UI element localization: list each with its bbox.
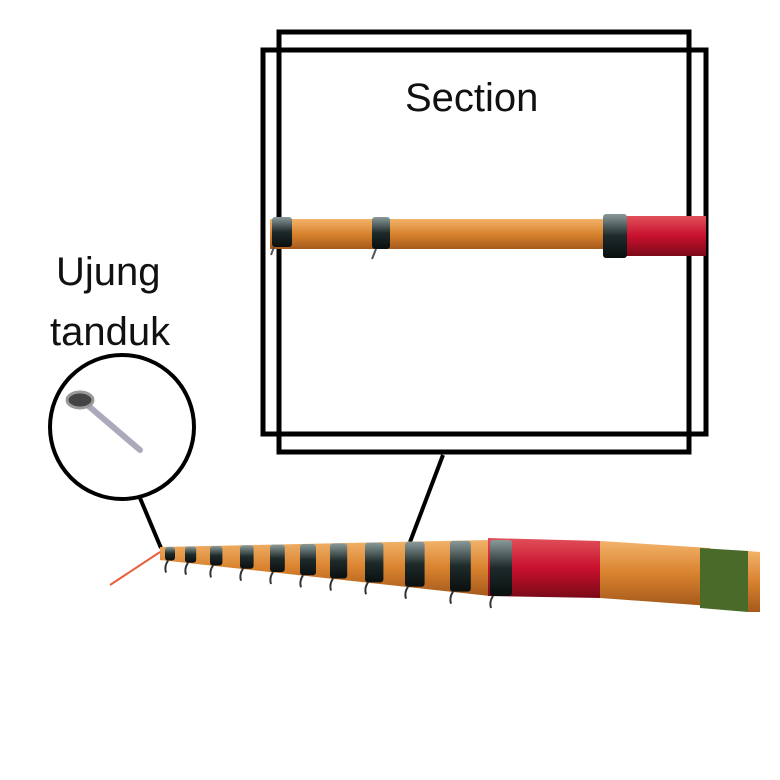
- rod-guide: [239, 568, 244, 582]
- rod-band: [185, 546, 197, 563]
- rod-band: [365, 542, 384, 583]
- tip-guide-icon: [65, 390, 143, 453]
- fishing-rod: [109, 538, 760, 612]
- rod-guide: [449, 591, 454, 604]
- tip-label-line2: tanduk: [50, 310, 171, 354]
- rod-band: [270, 544, 285, 572]
- rod-guide: [299, 574, 304, 588]
- rod-band: [165, 546, 175, 561]
- rod-guide: [269, 571, 274, 585]
- section-rod: [270, 214, 706, 260]
- rod-guide: [184, 562, 189, 576]
- rod-band: [450, 540, 471, 592]
- tip-connector-line: [138, 497, 163, 549]
- rod-band: [210, 545, 223, 566]
- rod-band: [300, 544, 316, 576]
- rod-guide: [209, 564, 214, 578]
- rod-guide: [329, 577, 334, 591]
- rod-band: [490, 540, 512, 596]
- rod-guide: [404, 586, 409, 600]
- rod-guide: [364, 581, 369, 595]
- tip-label-line1: Ujung: [56, 250, 161, 294]
- rod-guide: [164, 559, 169, 573]
- rod-band: [405, 541, 425, 587]
- section-label: Section: [405, 76, 539, 120]
- rod-guide: [489, 595, 494, 609]
- section-connector-line: [408, 454, 445, 543]
- rod-band: [330, 543, 348, 579]
- tip-zoom-circle: [48, 353, 196, 501]
- rod-band: [240, 545, 254, 569]
